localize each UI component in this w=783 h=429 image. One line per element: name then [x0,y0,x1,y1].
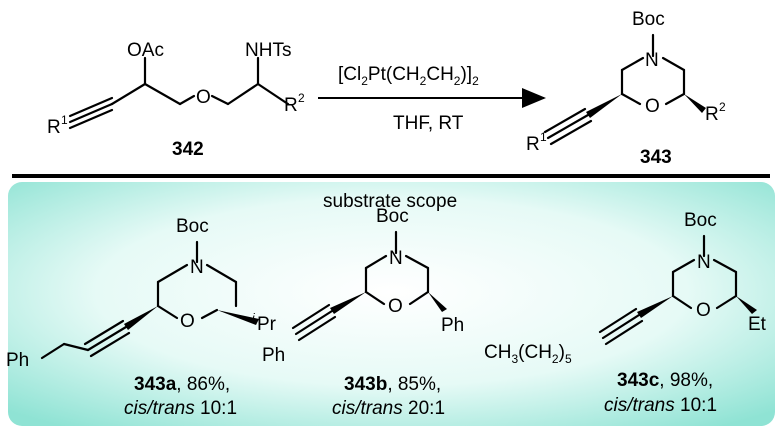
example-c-et: Et [748,314,767,335]
example-b-boc: Boc [376,206,409,227]
example-343b: Boc N O Ph Ph 343b, 85%, cis/trans 20:1 [262,206,464,419]
svg-text:1: 1 [540,130,547,144]
svg-text:R: R [526,134,540,155]
example-b-caption: 343b, 85%, cis/trans 20:1 [332,374,445,419]
scope-panel [8,182,775,426]
svg-text:CH3(CH2)5: CH3(CH2)5 [484,342,572,366]
svg-text:343a, 86%,: 343a, 86%, [134,374,230,395]
n-label: N [645,50,659,71]
oac-label: OAc [127,40,164,61]
svg-text:R: R [47,117,61,138]
ether-o-label: O [196,87,211,108]
example-b-ph: Ph [441,315,464,336]
example-a-n: N [190,257,204,278]
svg-text:Pr: Pr [257,314,277,335]
reaction-arrow: [Cl2Pt(CH2CH2)]2 THF, RT [318,64,546,134]
boc-label: Boc [632,9,665,30]
svg-text:R: R [284,95,298,116]
svg-text:cis/trans 20:1: cis/trans 20:1 [332,398,445,419]
example-b-n: N [389,248,403,269]
example-a-ph: Ph [6,350,29,371]
conditions-label: THF, RT [393,113,464,134]
nhts-label: NHTs [245,40,291,61]
svg-text:R: R [705,104,719,125]
example-a-o: O [180,311,195,332]
example-c-alkyl: CH3(CH2)5 [484,342,572,366]
svg-text:2: 2 [719,100,726,114]
reagent-label: [Cl2Pt(CH2CH2)]2 [338,64,479,88]
example-a-boc: Boc [176,216,209,237]
ring-o-label: O [645,96,660,117]
product-number: 343 [640,147,672,168]
example-c-caption: 343c, 98%, cis/trans 10:1 [604,370,717,416]
example-c-o: O [696,300,711,321]
svg-text:cis/trans 10:1: cis/trans 10:1 [604,395,717,416]
svg-text:343c, 98%,: 343c, 98%, [617,370,713,391]
svg-text:343b, 85%,: 343b, 85%, [344,374,441,395]
panel-title: substrate scope [323,191,457,212]
svg-text:2: 2 [298,91,305,105]
example-c-n: N [697,252,711,273]
svg-text:i: i [252,311,255,325]
svg-text:cis/trans 10:1: cis/trans 10:1 [124,398,237,419]
svg-text:[Cl2Pt(CH2CH2)]2: [Cl2Pt(CH2CH2)]2 [338,64,479,88]
example-343c: Boc N O Et CH3(CH2)5 343c, 98%, cis/tran… [484,210,767,416]
example-b-o: O [388,296,403,317]
example-c-boc: Boc [684,210,717,231]
example-a-caption: 343a, 86%, cis/trans 10:1 [124,374,237,419]
svg-text:1: 1 [61,113,68,127]
example-b-alkyne-ph: Ph [262,345,285,366]
reactant-number: 342 [172,139,204,160]
